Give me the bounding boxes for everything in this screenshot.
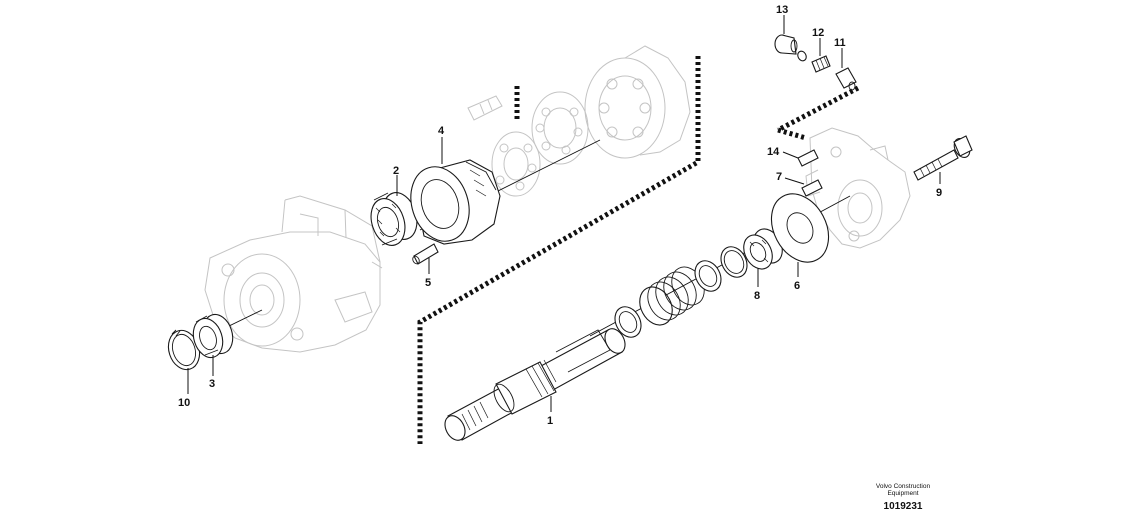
part-oring-12a bbox=[797, 50, 807, 62]
part-spring-pack bbox=[614, 246, 748, 338]
part-pin-7 bbox=[801, 179, 823, 197]
callout-5: 5 bbox=[425, 277, 431, 289]
phantom-boundary-lines bbox=[417, 56, 860, 444]
callout-7: 7 bbox=[776, 171, 782, 183]
callout-10: 10 bbox=[178, 397, 190, 409]
part-swash-ring bbox=[410, 159, 501, 245]
part-spring-12 bbox=[811, 55, 831, 73]
part-bolt bbox=[913, 135, 973, 181]
part-bearing-front bbox=[370, 192, 418, 246]
callout-numbers: 1 2 3 4 5 6 7 8 9 10 11 12 13 14 bbox=[178, 4, 942, 427]
ghost-cylinder-block bbox=[467, 45, 691, 197]
callout-8: 8 bbox=[754, 290, 760, 302]
callout-11: 11 bbox=[834, 37, 846, 49]
callout-3: 3 bbox=[209, 378, 215, 390]
brand-line-1: Volvo Construction bbox=[875, 483, 931, 490]
part-thrust-plate bbox=[770, 193, 830, 263]
part-plug-13 bbox=[774, 34, 798, 55]
callout-9: 9 bbox=[936, 187, 942, 199]
part-pin-14 bbox=[797, 149, 819, 167]
callout-13: 13 bbox=[776, 4, 788, 16]
callout-14: 14 bbox=[767, 146, 780, 158]
callout-12: 12 bbox=[812, 27, 824, 39]
part-valve-11 bbox=[835, 67, 857, 91]
drawing-number: 1019231 bbox=[883, 501, 923, 512]
callout-4: 4 bbox=[438, 125, 445, 137]
drawing-footer: Volvo Construction Equipment 1019231 bbox=[853, 483, 953, 512]
part-drive-shaft bbox=[444, 328, 626, 441]
callout-6: 6 bbox=[794, 280, 800, 292]
leader-lines bbox=[187, 15, 941, 412]
callout-2: 2 bbox=[393, 165, 399, 177]
part-pin-5 bbox=[412, 243, 439, 265]
part-shaft-seal bbox=[192, 313, 234, 359]
ghost-motor-housing bbox=[204, 195, 383, 353]
brand-line-2: Equipment bbox=[887, 490, 919, 497]
callout-1: 1 bbox=[547, 415, 553, 427]
